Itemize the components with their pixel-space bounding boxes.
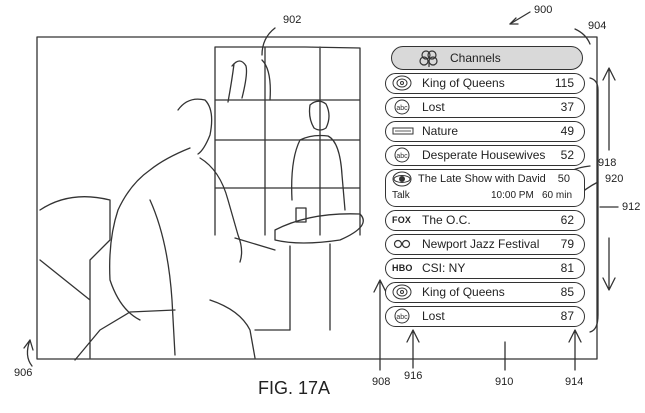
channel-title: King of Queens <box>422 76 505 90</box>
ref-914: 914 <box>565 376 584 388</box>
svg-text:abc: abc <box>396 153 408 160</box>
tv-screen-frame <box>36 36 598 360</box>
channel-row[interactable]: abc Desperate Housewives 52 <box>385 145 585 166</box>
abc-logo: abc <box>394 99 410 115</box>
ref-908: 908 <box>372 376 391 388</box>
channel-number: 52 <box>560 148 574 162</box>
channel-row[interactable]: Newport Jazz Festival 79 <box>385 234 585 255</box>
channel-row[interactable]: King of Queens 115 <box>385 73 585 94</box>
guide-header-label: Channels <box>450 51 501 65</box>
channel-title: CSI: NY <box>422 261 466 275</box>
ref-912: 912 <box>622 201 641 213</box>
abc-logo: abc <box>394 147 410 163</box>
channel-title: King of Queens <box>422 285 505 299</box>
channel-number: 115 <box>554 76 574 90</box>
channels-flower-icon <box>419 50 438 67</box>
scroll-up-arrow <box>602 67 616 151</box>
channel-row[interactable]: FOX The O.C. 62 <box>385 210 585 231</box>
program-time: 10:00 PM <box>491 190 534 201</box>
channel-number: 87 <box>560 309 574 323</box>
channel-title: Desperate Housewives <box>422 148 546 162</box>
hbo-logo: HBO <box>392 263 413 273</box>
channel-title: The O.C. <box>422 213 471 227</box>
channel-title: The Late Show with David <box>418 173 546 185</box>
ref-920: 920 <box>605 173 624 185</box>
desk <box>274 213 364 331</box>
host-figure <box>291 100 346 211</box>
mug <box>295 207 307 223</box>
figure-caption: FIG. 17A <box>258 378 331 398</box>
channel-title: Nature <box>422 124 459 138</box>
discovery-logo <box>392 127 414 135</box>
channel-title: Lost <box>422 309 445 323</box>
guide-header[interactable]: Channels <box>391 46 583 70</box>
channel-number: 37 <box>560 100 574 114</box>
svg-text:abc: abc <box>396 105 408 112</box>
nbc-peacock-icon <box>392 284 412 300</box>
channel-number: 62 <box>560 213 574 227</box>
channel-title: Lost <box>422 100 445 114</box>
channel-row[interactable]: abc Lost 37 <box>385 97 585 118</box>
channel-number: 85 <box>560 285 574 299</box>
channel-row-selected[interactable]: The Late Show with David 50 Talk 10:00 P… <box>385 169 585 207</box>
ref-904: 904 <box>588 20 607 32</box>
guest-figure <box>109 98 291 359</box>
cbs-eye-icon <box>392 171 412 187</box>
couch <box>39 196 176 361</box>
channel-number: 49 <box>560 124 574 138</box>
channel-row[interactable]: Nature 49 <box>385 121 585 142</box>
channel-row[interactable]: HBO CSI: NY 81 <box>385 258 585 279</box>
channel-title: Newport Jazz Festival <box>422 237 540 251</box>
ref-902: 902 <box>283 14 302 26</box>
nbc-peacock-icon <box>392 75 412 91</box>
ref-910: 910 <box>495 376 514 388</box>
channel-number: 50 <box>557 173 570 185</box>
channel-row[interactable]: King of Queens 85 <box>385 282 585 303</box>
ref-906: 906 <box>14 367 33 379</box>
channel-guide: Channels King of Queens 115 abc Lost 37 <box>383 42 590 342</box>
ref-916: 916 <box>404 370 423 382</box>
ref-900: 900 <box>534 4 553 16</box>
curtain <box>227 59 271 103</box>
channel-number: 81 <box>560 261 574 275</box>
pbs-logo <box>393 239 411 249</box>
channel-row[interactable]: abc Lost 87 <box>385 306 585 327</box>
ref-918: 918 <box>598 157 617 169</box>
scroll-down-arrow <box>602 237 616 291</box>
fox-logo: FOX <box>392 215 412 225</box>
program-genre: Talk <box>392 190 410 201</box>
background-window <box>214 46 361 236</box>
abc-logo: abc <box>394 308 410 324</box>
svg-text:abc: abc <box>396 314 408 321</box>
program-duration: 60 min <box>541 190 572 201</box>
channel-number: 79 <box>560 237 574 251</box>
